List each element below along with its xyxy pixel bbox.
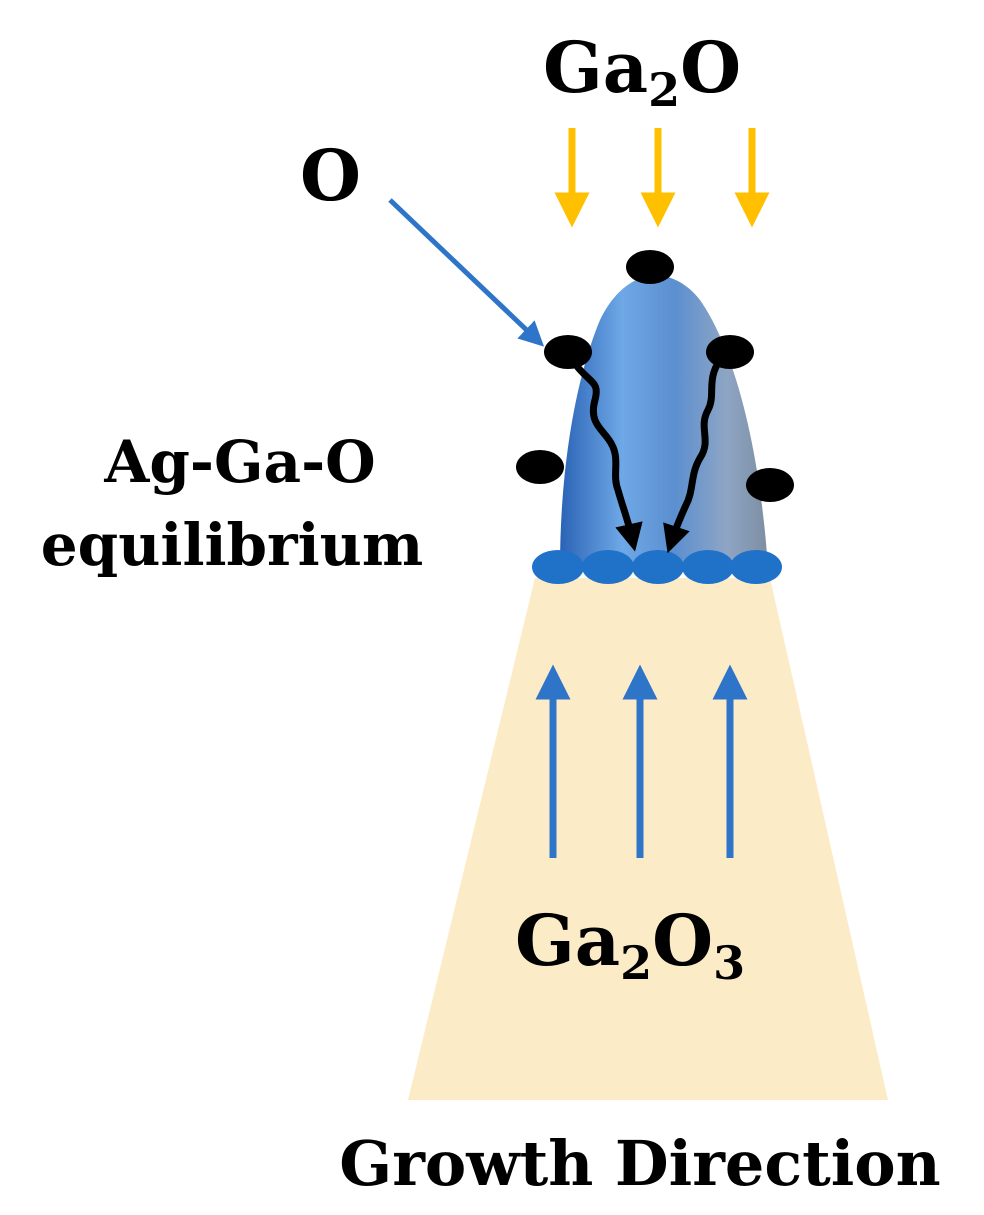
interface-atom: [532, 550, 584, 584]
adsorbed-atom-top: [626, 250, 674, 284]
nanowire-body: [408, 578, 888, 1100]
interface-atom: [632, 550, 684, 584]
interface-atoms: [532, 550, 782, 584]
catalyst-label-line1: Ag-Ga-O: [103, 428, 375, 496]
interface-atom: [730, 550, 782, 584]
interface-atom: [582, 550, 634, 584]
growth-direction-label: Growth Direction: [339, 1127, 940, 1200]
adsorbed-atom-right: [706, 335, 754, 369]
ga2o-label: Ga2O: [543, 26, 741, 117]
growth-arrows: [535, 664, 748, 858]
adsorbed-atom-left: [544, 335, 592, 369]
diffusion-path-left: [569, 357, 643, 552]
catalyst-label-line2: equilibrium: [41, 511, 423, 579]
ga2o3-label: Ga2O3: [515, 899, 745, 990]
catalyst-droplet: [560, 275, 768, 568]
adsorbed-atom-lower-left: [516, 450, 564, 484]
oxygen-label: O: [300, 134, 361, 217]
adsorbed-atom-lower-right: [746, 468, 794, 502]
oxygen-arrow: [388, 198, 545, 347]
ga2o-arrows: [554, 128, 770, 228]
interface-atom: [682, 550, 734, 584]
diffusion-path-right: [663, 357, 723, 554]
